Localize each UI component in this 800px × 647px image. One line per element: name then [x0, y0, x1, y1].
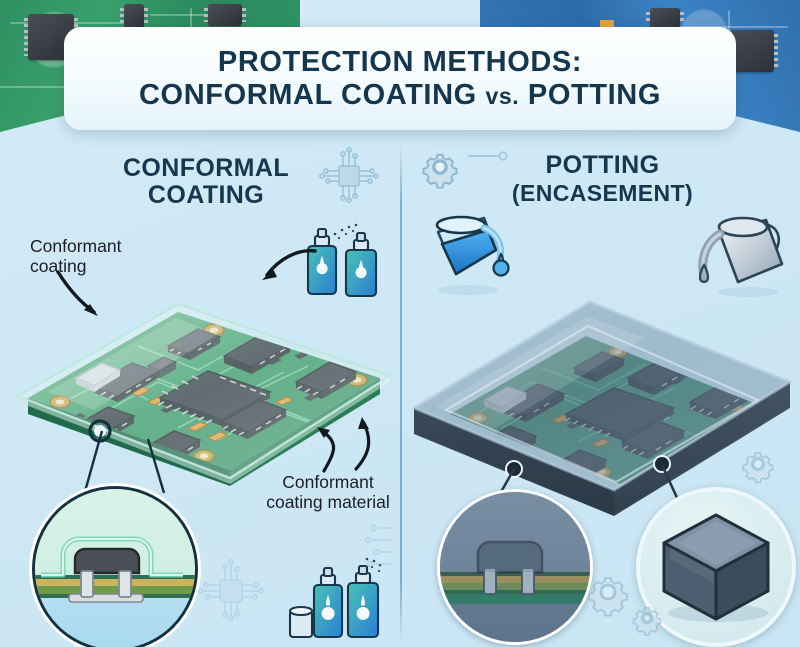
callout-arrow-coating-label	[46, 268, 126, 326]
heading-left-line-2: COATING	[147, 181, 265, 209]
connector-node-icon	[467, 148, 510, 164]
spray-can-icon-bottom	[288, 555, 388, 645]
annotation-material-line-1: Conformant	[282, 472, 374, 492]
title-line-2-part-b: POTTING	[519, 79, 661, 111]
title-line-2-part-a: CONFORMAL COATING	[139, 79, 486, 111]
section-heading-potting: POTTING (ENCASEMENT)	[470, 152, 735, 206]
spray-can-icon	[300, 218, 392, 302]
title-vs: vs.	[485, 83, 520, 109]
gear-icon-bottom-small	[626, 597, 668, 639]
heading-left-line-1: CONFORMAL	[122, 154, 290, 182]
circuit-dots-decorative	[352, 520, 398, 580]
potted-pcb-illustration	[406, 282, 798, 518]
callout-arrow-spray-to-board	[243, 245, 323, 293]
conformal-coated-pcb-illustration	[8, 250, 398, 500]
circuit-chip-icon-decorative	[196, 556, 266, 626]
circuit-chip-icon	[318, 145, 380, 207]
annotation-conformant-coating: Conformant coating	[30, 236, 180, 277]
pouring-pitcher-icon	[690, 212, 794, 302]
inset-conformal-coating-closeup	[32, 486, 198, 647]
section-heading-conformal-coating: CONFORMAL COATING	[96, 155, 316, 209]
title-line-2: CONFORMAL COATING vs. POTTING	[139, 80, 661, 110]
section-divider	[400, 146, 402, 641]
heading-right-main: POTTING	[545, 151, 660, 179]
inset-potting-closeup	[437, 489, 593, 645]
magnifier-leader-lines-left	[60, 425, 210, 515]
callout-arrow-material-label	[278, 405, 388, 477]
title-card: PROTECTION METHODS: CONFORMAL COATING vs…	[64, 27, 736, 130]
title-line-1: PROTECTION METHODS:	[217, 45, 583, 78]
annotation-material-line-2: coating material	[266, 492, 390, 513]
gear-icon-right-mid	[734, 440, 782, 488]
annotation-line-1: Conformant	[30, 236, 122, 256]
gear-icon-bottom-large	[576, 560, 640, 624]
annotation-line-2: coating	[30, 256, 87, 277]
annotation-coating-material: Conformant coating material	[258, 472, 398, 513]
pouring-beaker-icon	[426, 208, 520, 300]
gear-icon	[414, 141, 470, 197]
inset-resin-cube	[636, 487, 796, 647]
heading-right-sub: (ENCASEMENT)	[511, 180, 694, 206]
